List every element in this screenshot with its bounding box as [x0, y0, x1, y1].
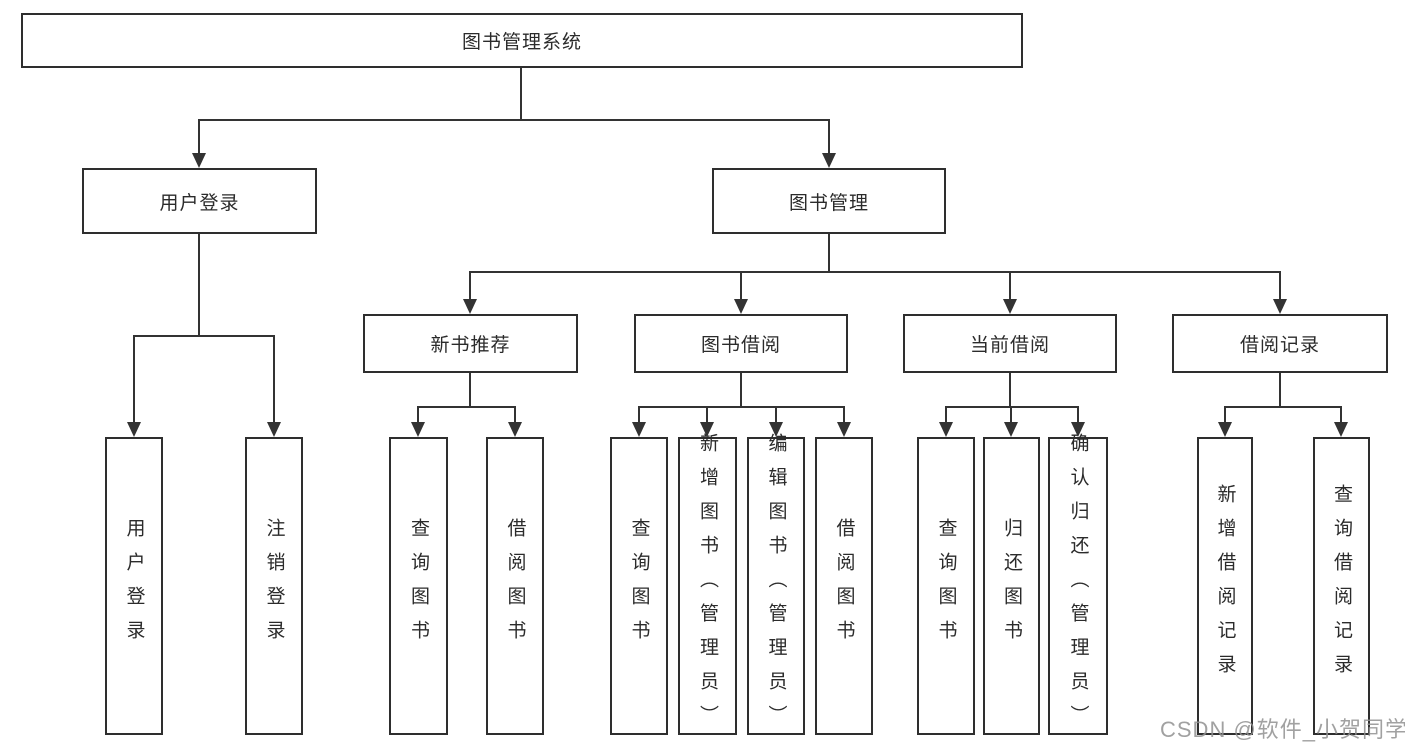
leaf-add-borrow-record: 新增借阅记录 [1197, 437, 1253, 735]
node-label: 查询图书 [935, 518, 957, 654]
connector-line [740, 271, 742, 301]
connector-line [740, 373, 742, 408]
connector-line [417, 406, 515, 408]
arrow-down-icon [700, 422, 714, 437]
connector-line [514, 406, 516, 424]
node-borrowing-records: 借阅记录 [1172, 314, 1388, 373]
leaf-query-borrow-record: 查询借阅记录 [1313, 437, 1370, 735]
connector-line [469, 271, 1280, 273]
node-label: 查询图书 [628, 518, 650, 654]
arrow-down-icon [632, 422, 646, 437]
node-label: 借阅图书 [504, 518, 526, 654]
leaf-return-books: 归还图书 [983, 437, 1040, 735]
arrow-down-icon [939, 422, 953, 437]
node-label: 确认归还（管理员） [1067, 433, 1089, 739]
node-label: 新增图书（管理员） [697, 433, 718, 739]
connector-line [469, 373, 471, 408]
connector-line [133, 335, 274, 337]
node-label: 借阅记录 [1239, 335, 1320, 356]
connector-line [198, 119, 830, 121]
node-label: 归还图书 [1001, 518, 1022, 654]
connector-line [417, 406, 419, 424]
arrow-down-icon [1334, 422, 1348, 437]
node-user-login: 用户登录 [82, 168, 317, 234]
node-label: 借阅图书 [833, 518, 855, 654]
arrow-down-icon [508, 422, 522, 437]
arrow-down-icon [1071, 422, 1085, 437]
node-book-borrowing: 图书借阅 [634, 314, 848, 373]
connector-line [198, 234, 200, 337]
connector-line [1010, 406, 1012, 424]
node-label: 图书管理系统 [461, 32, 582, 53]
connector-line [706, 406, 708, 424]
connector-line [945, 406, 947, 424]
arrow-down-icon [267, 422, 281, 437]
node-new-book-recommendation: 新书推荐 [363, 314, 578, 373]
arrow-down-icon [411, 422, 425, 437]
arrow-down-icon [837, 422, 851, 437]
node-current-borrowing: 当前借阅 [903, 314, 1117, 373]
connector-line [1077, 406, 1079, 424]
connector-line [133, 335, 135, 425]
connector-line [828, 119, 830, 155]
connector-line [828, 234, 830, 273]
node-label: 图书借阅 [700, 335, 781, 356]
connector-line [1279, 271, 1281, 301]
connector-line [1009, 271, 1011, 301]
node-label: 查询借阅记录 [1331, 484, 1352, 688]
connector-line [273, 335, 275, 425]
connector-line [843, 406, 845, 424]
connector-line [775, 406, 777, 424]
connector-line [1340, 406, 1342, 424]
leaf-borrow-books-1: 借阅图书 [486, 437, 544, 735]
arrow-down-icon [463, 299, 477, 314]
arrow-down-icon [1004, 422, 1018, 437]
node-label: 用户登录 [123, 518, 145, 654]
leaf-query-books-2: 查询图书 [610, 437, 668, 735]
leaf-query-books-1: 查询图书 [389, 437, 448, 735]
node-label: 用户登录 [159, 192, 240, 214]
node-label: 新增借阅记录 [1214, 484, 1236, 688]
leaf-confirm-return-admin: 确认归还（管理员） [1048, 433, 1108, 739]
node-label: 图书管理 [788, 192, 869, 214]
connector-line [1279, 373, 1281, 408]
connector-line [1009, 373, 1011, 408]
connector-line [1224, 406, 1226, 424]
connector-line [198, 119, 200, 155]
node-label: 编辑图书（管理员） [765, 433, 787, 739]
leaf-edit-book-admin: 编辑图书（管理员） [747, 433, 805, 739]
node-label: 当前借阅 [969, 335, 1050, 356]
arrow-down-icon [769, 422, 783, 437]
leaf-user-login: 用户登录 [105, 437, 163, 735]
leaf-borrow-books-2: 借阅图书 [815, 437, 873, 735]
connector-line [1224, 406, 1341, 408]
arrow-down-icon [1273, 299, 1287, 314]
connector-line [520, 68, 522, 121]
arrow-down-icon [1003, 299, 1017, 314]
arrow-down-icon [127, 422, 141, 437]
node-book-management: 图书管理 [712, 168, 946, 234]
leaf-add-book-admin: 新增图书（管理员） [678, 433, 737, 739]
node-label: 查询图书 [408, 518, 429, 654]
node-label: 新书推荐 [430, 335, 511, 356]
node-label: 注销登录 [263, 518, 285, 654]
arrow-down-icon [192, 153, 206, 168]
arrow-down-icon [822, 153, 836, 168]
leaf-query-books-3: 查询图书 [917, 437, 975, 735]
arrow-down-icon [1218, 422, 1232, 437]
arrow-down-icon [734, 299, 748, 314]
leaf-logout: 注销登录 [245, 437, 303, 735]
connector-line [469, 271, 471, 301]
connector-line [638, 406, 640, 424]
node-root-library-management-system: 图书管理系统 [21, 13, 1023, 68]
